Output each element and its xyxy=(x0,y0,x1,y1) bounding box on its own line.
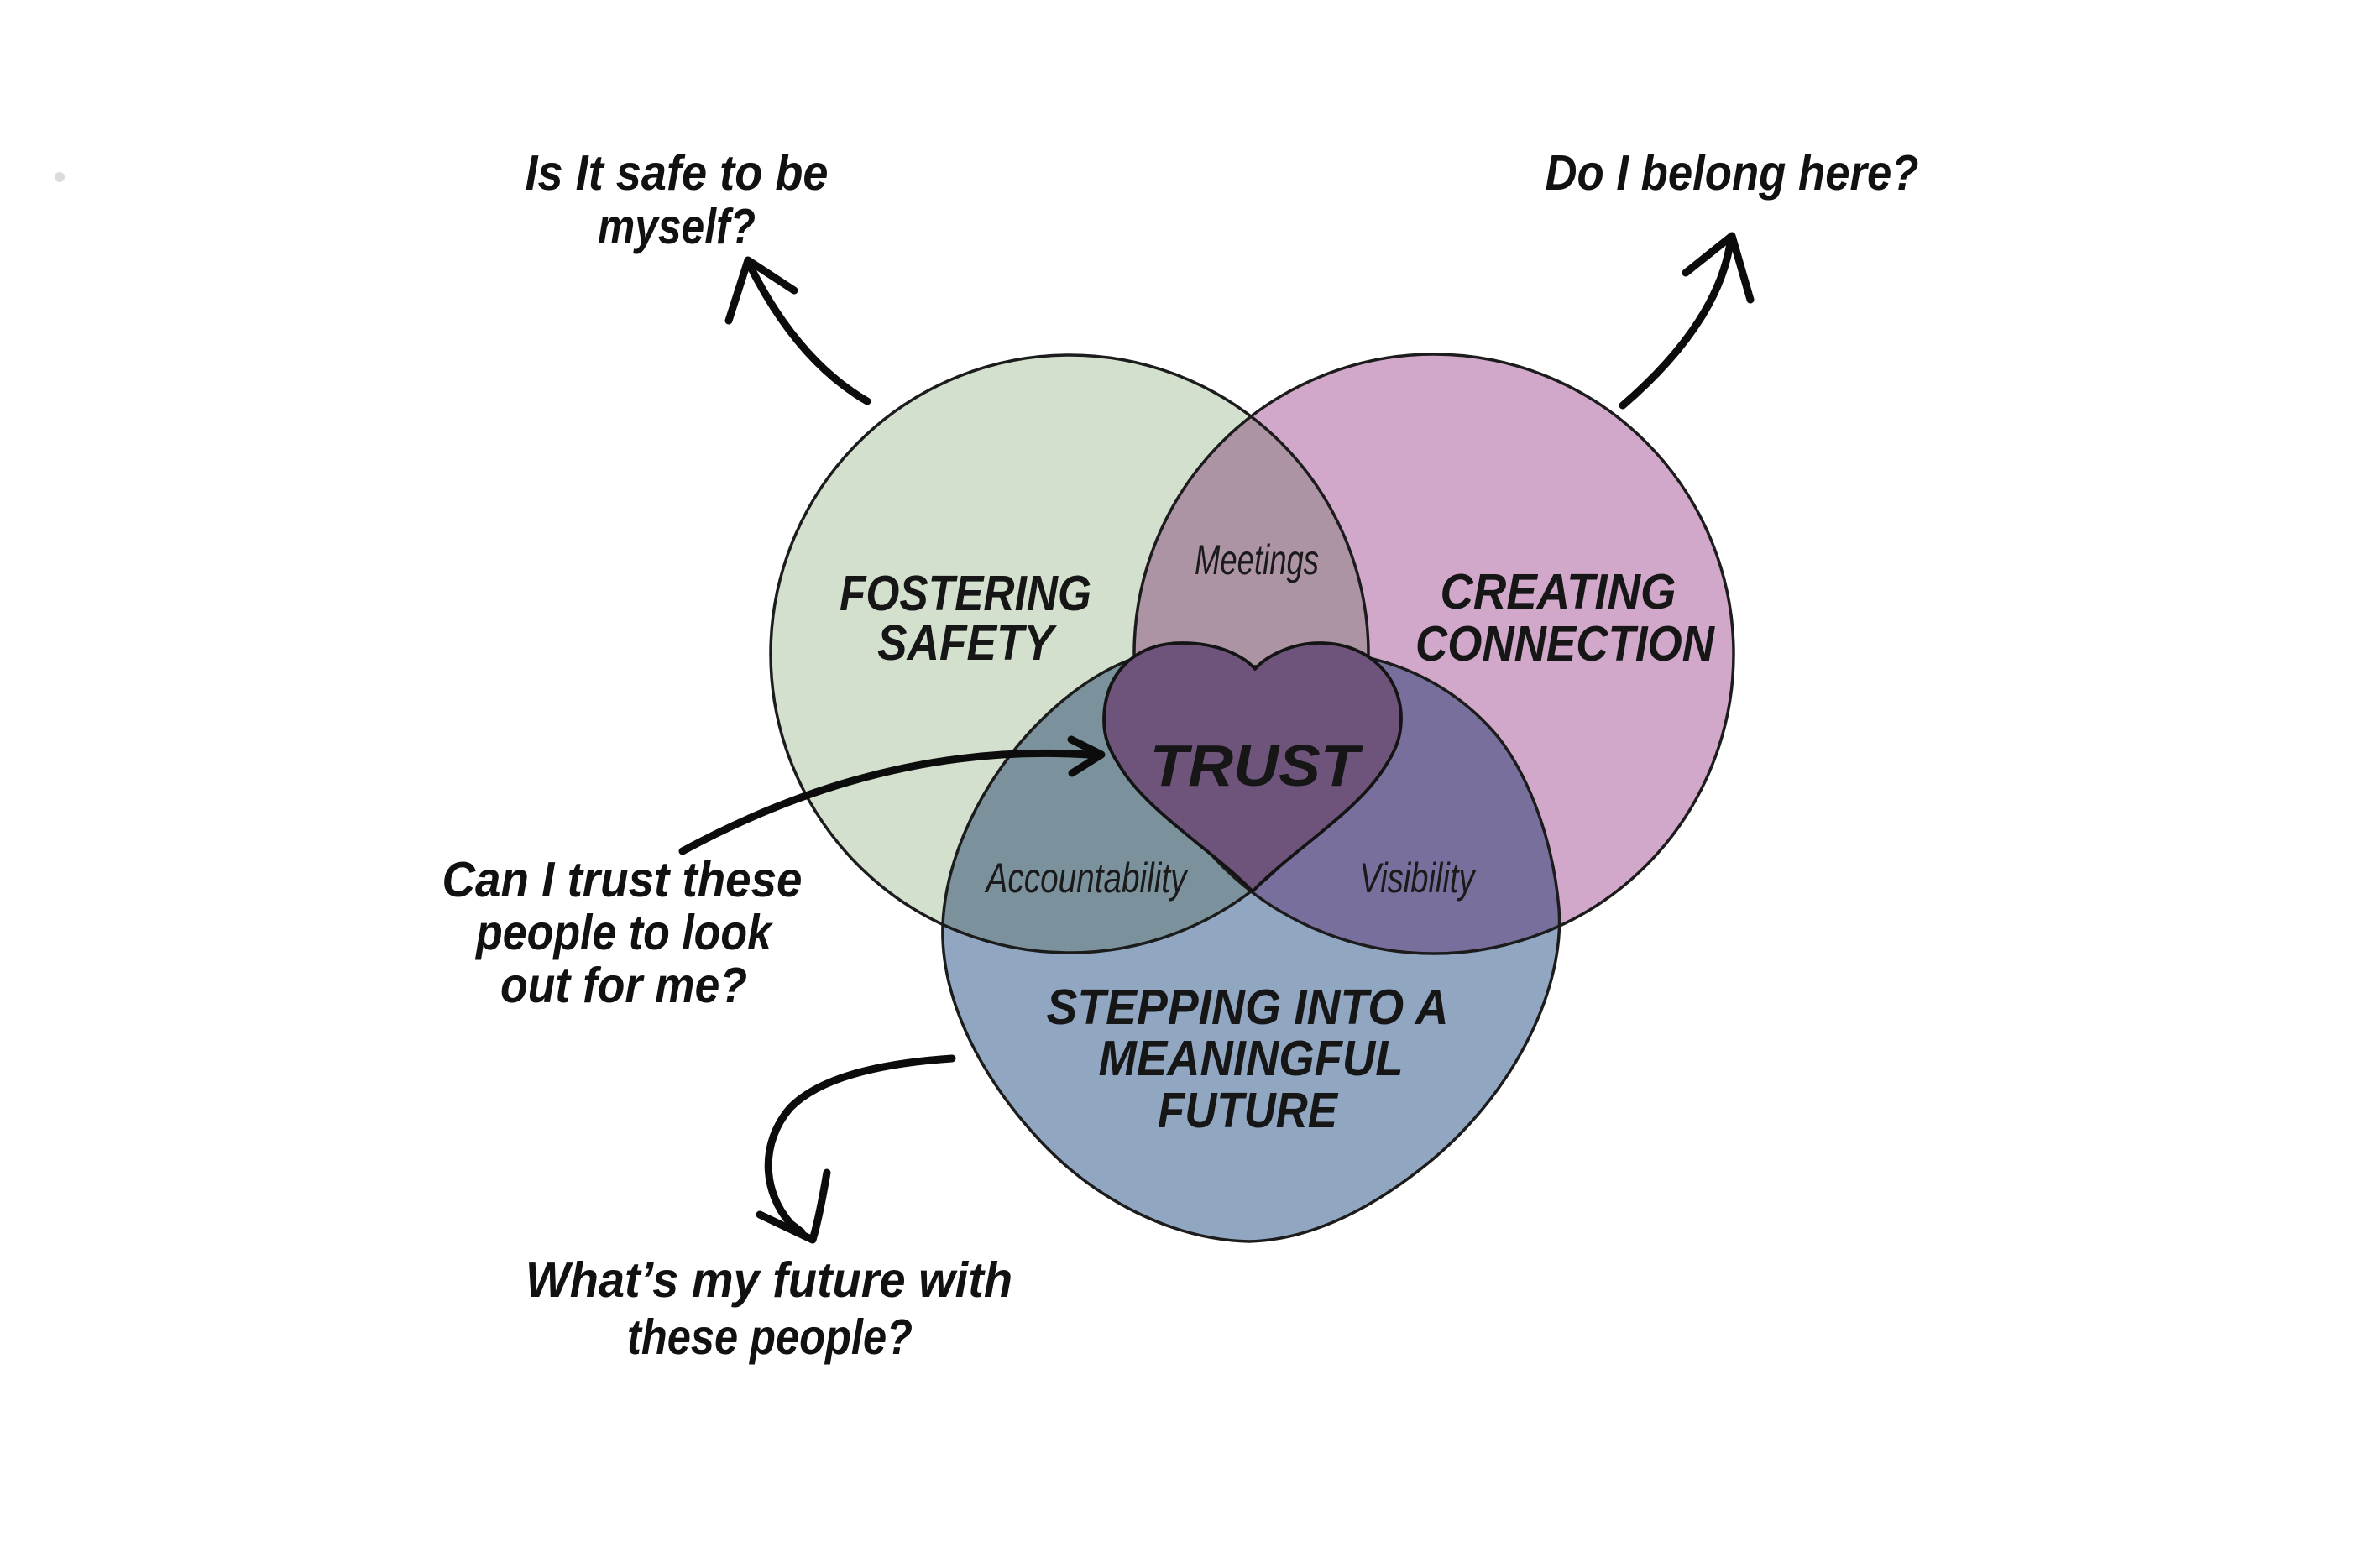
svg-text:these people?: these people? xyxy=(627,1309,913,1365)
svg-text:Do I belong here?: Do I belong here? xyxy=(1546,145,1919,201)
svg-text:Accountability: Accountability xyxy=(984,855,1189,902)
svg-text:myself?: myself? xyxy=(598,199,756,254)
svg-text:What’s my future with: What’s my future with xyxy=(526,1252,1012,1308)
svg-text:Is It safe to be: Is It safe to be xyxy=(526,145,829,201)
svg-text:TRUST: TRUST xyxy=(1150,733,1364,798)
svg-text:FOSTERING: FOSTERING xyxy=(840,566,1091,621)
svg-text:people to look: people to look xyxy=(474,905,774,960)
svg-text:STEPPING INTO A: STEPPING INTO A xyxy=(1047,980,1449,1035)
svg-text:Can I trust these: Can I trust these xyxy=(442,852,803,907)
svg-text:CREATING: CREATING xyxy=(1441,564,1676,619)
svg-text:CONNECTION: CONNECTION xyxy=(1415,616,1715,672)
svg-text:MEANINGFUL: MEANINGFUL xyxy=(1099,1031,1404,1086)
svg-text:Meetings: Meetings xyxy=(1195,536,1319,583)
svg-text:FUTURE: FUTURE xyxy=(1158,1083,1338,1138)
svg-text:Visibility: Visibility xyxy=(1360,855,1477,902)
svg-text:SAFETY: SAFETY xyxy=(877,615,1057,671)
svg-text:out for me?: out for me? xyxy=(500,958,747,1013)
